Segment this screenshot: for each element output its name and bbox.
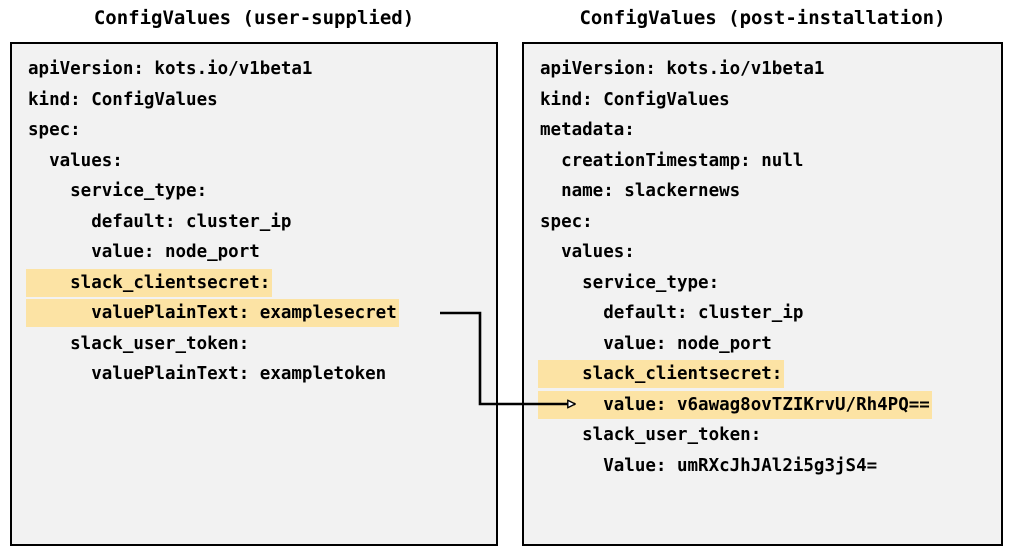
code-line: service_type: [26,176,496,207]
code-text: service_type: [28,181,208,201]
code-text: spec: [540,211,593,232]
code-line: values: [26,146,496,177]
code-text: service_type: [540,272,720,293]
code-text: values: [28,150,123,171]
code-line: slack_clientsecret: [26,268,496,299]
code-lines-user-supplied: apiVersion: kots.io/v1beta1 kind: ConfigV… [12,54,496,544]
code-line: service_type: [538,268,1001,299]
code-line: name: slackernews [538,176,1001,207]
code-text: spec: [28,120,81,140]
highlighted-code-text: valuePlainText: examplesecret [26,299,399,327]
code-text: slack_user_token: [540,425,762,445]
code-text: values: [540,242,635,262]
code-lines-post-installation: apiVersion: kots.io/v1beta1 kind: ConfigV… [524,54,1001,544]
code-line: slack_clientsecret: [538,359,1001,390]
code-line: valuePlainText: examplesecret [26,298,496,329]
highlighted-code-text: value: v6awag8ovTZIKrvU/Rh4PQ== [538,390,932,419]
code-line: values: [538,237,1001,268]
code-line: spec: [26,115,496,146]
highlighted-code-text: slack_clientsecret: [26,268,273,297]
code-line: default: cluster_ip [538,298,1001,329]
code-text: valuePlainText: exampletoken [28,364,387,384]
code-text: creationTimestamp: null [540,150,804,171]
panel-title-post-installation: ConfigValues (post-installation) [579,7,946,29]
code-text: default: cluster_ip [540,303,804,323]
code-text: default: cluster_ip [28,211,292,232]
code-text: value: node_port [540,333,772,354]
code-text: metadata: [540,120,635,140]
code-line: apiVersion: kots.io/v1beta1 [538,54,1001,85]
code-line: apiVersion: kots.io/v1beta1 [26,54,496,85]
code-line: Value: umRXcJhJAl2i5g3jS4= [538,451,1001,482]
code-line: metadata: [538,115,1001,146]
panel-title-user-supplied: ConfigValues (user-supplied) [93,7,415,29]
code-line: kind: ConfigValues [538,85,1001,116]
code-line: default: cluster_ip [26,207,496,238]
code-box-post-installation: apiVersion: kots.io/v1beta1 kind: ConfigV… [522,42,1003,546]
code-text: name: slackernews [540,181,741,201]
code-text: value: node_port [28,242,260,262]
code-line: value: node_port [538,329,1001,360]
code-box-user-supplied: apiVersion: kots.io/v1beta1 kind: ConfigV… [10,42,498,546]
code-line: value: node_port [26,237,496,268]
code-text: slack_user_token: [28,333,250,354]
code-line: valuePlainText: exampletoken [26,359,496,390]
code-line: slack_user_token: [26,329,496,360]
code-line: spec: [538,207,1001,238]
code-text: apiVersion: kots.io/v1beta1 [540,59,825,79]
code-text: Value: umRXcJhJAl2i5g3jS4= [540,455,878,476]
code-text: kind: ConfigValues [540,89,730,110]
code-line: creationTimestamp: null [538,146,1001,177]
highlighted-code-text: slack_clientsecret: [538,360,785,388]
code-text: kind: ConfigValues [28,89,218,110]
code-line: slack_user_token: [538,420,1001,451]
code-line: kind: ConfigValues [26,85,496,116]
code-text: apiVersion: kots.io/v1beta1 [28,59,313,79]
code-line: value: v6awag8ovTZIKrvU/Rh4PQ== [538,390,1001,421]
